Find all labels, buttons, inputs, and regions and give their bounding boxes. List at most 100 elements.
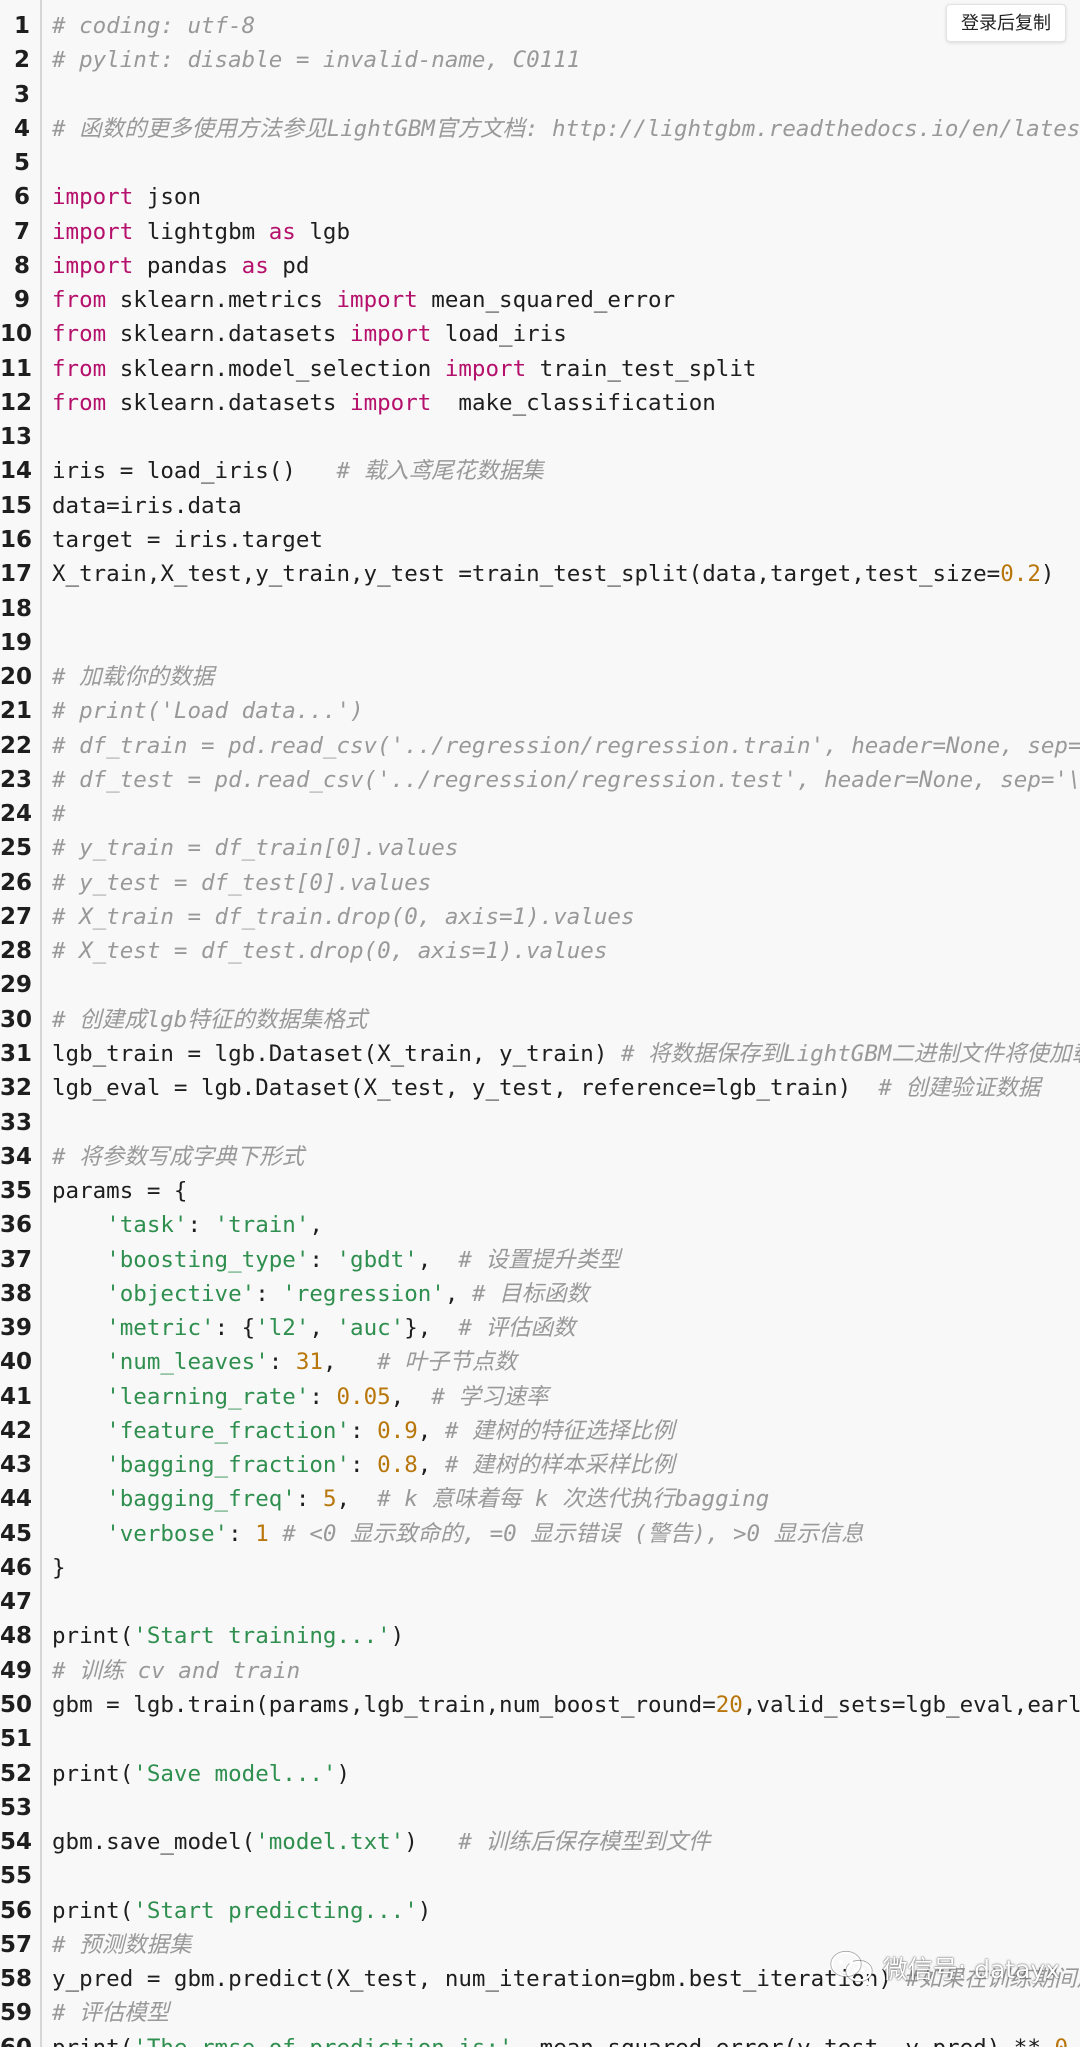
comment-token: #如果在训练期间启用 [905,1966,1080,1993]
code-token: , [417,1246,459,1273]
keyword-token: import [444,355,527,382]
code-line: 18 [0,592,1080,626]
line-number: 17 [0,561,33,588]
string-token: 'Start predicting...' [133,1897,418,1924]
code-token: json [133,184,202,211]
code-token: X_train,X_test,y_train,y_test =train_tes… [52,561,1001,588]
code-token: sklearn.datasets [106,389,351,416]
line-number: 43 [0,1452,33,1479]
comment-token: # 将参数写成字典下形式 [52,1143,305,1170]
watermark-text: 微信号: datayx [882,1955,1060,1984]
code-token: y_pred = gbm.predict(X_test, num_iterati… [52,1966,906,1993]
code-line: 26# y_test = df_test[0].values [0,866,1080,900]
comment-token: # df_test = pd.read_csv('../regression/r… [52,766,1080,793]
line-number: 59 [0,2000,33,2027]
line-code: 'num_leaves': 31, # 叶子节点数 [52,1345,1080,1379]
code-token: pd [268,252,310,279]
line-code: # coding: utf-8 [52,9,1080,43]
code-token: } [52,1554,66,1581]
code-token [52,1212,106,1238]
line-code: from sklearn.datasets import make_classi… [52,386,1080,420]
line-code: from sklearn.metrics import mean_squared… [52,283,1080,317]
line-code: data=iris.data [52,489,1080,523]
line-number: 9 [13,287,30,314]
comment-token: # X_train = df_train.drop(0, axis=1).val… [52,903,635,930]
line-number: 8 [13,252,30,279]
comment-token: # 创建成lgb特征的数据集格式 [52,1006,368,1033]
line-number: 16 [0,526,33,553]
code-token: train_test_split [526,355,757,382]
code-line: 55 [0,1859,1080,1893]
code-line: 30# 创建成lgb特征的数据集格式 [0,1003,1080,1037]
code-token: , mean_squared_error(y_test, y_pred) ** [513,2035,1055,2047]
line-code: X_train,X_test,y_train,y_test =train_tes… [52,557,1080,591]
code-token: ) [390,1623,405,1650]
keyword-token: as [268,218,296,245]
code-token [52,1247,106,1273]
line-number: 58 [0,1966,33,1993]
line-code: lgb_train = lgb.Dataset(X_train, y_train… [52,1037,1080,1071]
code-token [52,1486,106,1512]
line-code: # 预测数据集 [52,1928,1080,1962]
code-token: ) [336,1760,351,1787]
comment-token: # 设置提升类型 [458,1246,621,1273]
line-code: # 将参数写成字典下形式 [52,1140,1080,1174]
comment-token: # 评估函数 [458,1315,576,1342]
code-token: print( [52,2035,133,2047]
line-number: 2 [13,47,30,74]
line-number: 37 [0,1246,33,1273]
line-number: 6 [13,184,30,211]
wechat-icon [829,1948,875,1988]
number-token: 0.8 [377,1452,418,1479]
string-token: 'The rmse of prediction is:' [133,2035,512,2047]
code-line: 25# y_train = df_train[0].values [0,831,1080,865]
gutter-divider [40,0,42,2047]
comment-token: # 加载你的数据 [52,664,215,691]
line-number: 57 [0,1931,33,1958]
line-code: 'metric': {'l2', 'auc'}, # 评估函数 [52,1311,1080,1345]
line-number: 13 [0,424,33,451]
line-number: 50 [0,1692,33,1719]
code-token [52,1384,106,1410]
line-number: 27 [0,903,33,930]
line-number: 52 [0,1760,33,1787]
line-code: import lightgbm as lgb [52,215,1080,249]
code-token: : { [214,1315,256,1342]
code-token: lgb_train = lgb.Dataset(X_train, y_train… [52,1040,621,1067]
line-number: 32 [0,1075,33,1102]
code-token: target = iris.target [52,526,323,553]
code-line: 57 # 预测数据集 [0,1928,1080,1962]
comment-token: # 目标函数 [471,1280,590,1307]
line-number: 5 [13,150,30,177]
string-token: 'gbdt' [336,1246,418,1273]
line-number: 22 [0,732,33,759]
comment-token: # 预测数据集 [52,1931,192,1958]
code-token: : [350,1417,378,1444]
comment-token: # 创建验证数据 [878,1075,1041,1102]
line-number: 26 [0,869,33,896]
line-code: target = iris.target [52,523,1080,557]
code-token: ) [417,1897,432,1924]
code-token: : [187,1212,215,1239]
code-token: : [255,1280,283,1307]
code-line: 29 [0,968,1080,1002]
number-token: 20 [715,1692,743,1719]
line-number: 18 [0,595,33,622]
code-token: sklearn.datasets [106,321,351,348]
code-line: 23# df_test = pd.read_csv('../regression… [0,763,1080,797]
code-line: 51 [0,1722,1080,1756]
number-token: 1 [255,1520,269,1547]
code-token: : [295,1486,323,1513]
line-code: from sklearn.model_selection import trai… [52,352,1080,386]
code-token: iris = load_iris() [52,458,337,485]
line-code: 'boosting_type': 'gbdt', # 设置提升类型 [52,1243,1080,1277]
line-code: # X_train = df_train.drop(0, axis=1).val… [52,900,1080,934]
line-number: 44 [0,1486,33,1513]
line-code: # df_train = pd.read_csv('../regression/… [52,729,1080,763]
copy-code-button[interactable]: 登录后复制 [946,4,1066,42]
